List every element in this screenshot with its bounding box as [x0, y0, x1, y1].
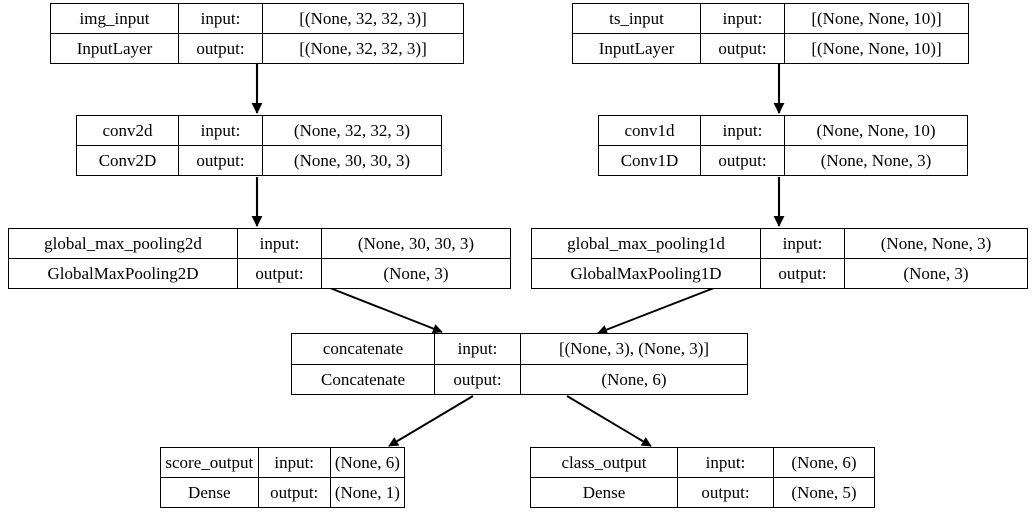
node-conv1d-input-shape: (None, None, 10) [816, 121, 936, 140]
node-img_input-output-label: output: [179, 34, 263, 63]
node-class_output[interactable]: class_output input: (None, 6) Dense outp… [530, 447, 875, 508]
node-class_output-output-shape: (None, 5) [791, 483, 857, 502]
node-class_output-name: class_output [531, 448, 678, 477]
node-global_max_pooling2d-output-shape: (None, 3) [383, 264, 449, 283]
node-concatenate-output-shape: (None, 6) [601, 369, 667, 389]
node-score_output-input-label: input: [259, 448, 331, 477]
node-score_output[interactable]: score_output input: (None, 6) Dense outp… [160, 447, 405, 508]
node-concatenate-name: concatenate [292, 334, 435, 364]
node-conv2d-input-shape: (None, 32, 32, 3) [293, 121, 411, 140]
node-score_output-class: Dense [161, 478, 259, 507]
node-score_output-input-shape: (None, 6) [334, 453, 400, 472]
node-conv1d-input-label: input: [701, 116, 785, 145]
node-global_max_pooling1d-output-shape: (None, 3) [903, 264, 969, 283]
node-global_max_pooling2d-output-label: output: [238, 259, 322, 288]
node-global_max_pooling2d-class: GlobalMaxPooling2D [9, 259, 238, 288]
node-concatenate[interactable]: concatenate input: [(None, 3), (None, 3)… [291, 333, 748, 395]
node-conv1d-output-label: output: [701, 146, 785, 175]
node-ts_input-output-label: output: [701, 34, 785, 63]
node-class_output-input-shape: (None, 6) [791, 453, 857, 472]
node-conv2d-output-label: output: [179, 146, 263, 175]
node-global_max_pooling1d-input-label: input: [761, 229, 845, 258]
node-class_output-class: Dense [531, 478, 678, 507]
node-img_input[interactable]: img_input input: [(None, 32, 32, 3)] Inp… [50, 3, 464, 64]
node-conv2d-output-shape: (None, 30, 30, 3) [293, 151, 411, 170]
node-img_input-class: InputLayer [51, 34, 179, 63]
node-global_max_pooling2d-input-label: input: [238, 229, 322, 258]
node-img_input-input-shape: [(None, 32, 32, 3)] [299, 9, 427, 28]
node-conv1d[interactable]: conv1d input: (None, None, 10) Conv1D ou… [598, 115, 968, 176]
node-ts_input-input-shape: [(None, None, 10)] [811, 9, 942, 28]
node-ts_input-name: ts_input [573, 4, 701, 33]
node-conv1d-name: conv1d [599, 116, 701, 145]
node-global_max_pooling2d[interactable]: global_max_pooling2d input: (None, 30, 3… [8, 228, 511, 289]
node-ts_input-class: InputLayer [573, 34, 701, 63]
node-concatenate-input-label: input: [435, 334, 521, 364]
node-score_output-output-shape: (None, 1) [334, 483, 400, 502]
edge-global_max_pooling1d-to-concatenate [597, 287, 715, 335]
edge-global_max_pooling2d-to-concatenate [329, 287, 443, 334]
node-img_input-output-shape: [(None, 32, 32, 3)] [299, 39, 427, 58]
node-global_max_pooling1d[interactable]: global_max_pooling1d input: (None, None,… [531, 228, 1028, 289]
node-conv2d-input-label: input: [179, 116, 263, 145]
node-score_output-output-label: output: [259, 478, 331, 507]
node-concatenate-input-shape: [(None, 3), (None, 3)] [558, 339, 710, 359]
node-global_max_pooling1d-class: GlobalMaxPooling1D [532, 259, 761, 288]
node-global_max_pooling1d-name: global_max_pooling1d [532, 229, 761, 258]
node-class_output-output-label: output: [678, 478, 774, 507]
edge-concatenate-to-score_output [388, 395, 474, 447]
edge-concatenate-to-class_output [566, 395, 652, 447]
node-concatenate-class: Concatenate [292, 364, 435, 394]
node-conv1d-output-shape: (None, None, 3) [820, 151, 932, 170]
node-score_output-name: score_output [161, 448, 259, 477]
node-conv1d-class: Conv1D [599, 146, 701, 175]
node-global_max_pooling1d-output-label: output: [761, 259, 845, 288]
node-global_max_pooling2d-name: global_max_pooling2d [9, 229, 238, 258]
node-ts_input[interactable]: ts_input input: [(None, None, 10)] Input… [572, 3, 969, 64]
node-conv2d-name: conv2d [77, 116, 179, 145]
node-img_input-name: img_input [51, 4, 179, 33]
node-ts_input-input-label: input: [701, 4, 785, 33]
node-concatenate-output-label: output: [435, 364, 521, 394]
node-conv2d[interactable]: conv2d input: (None, 32, 32, 3) Conv2D o… [76, 115, 442, 176]
node-class_output-input-label: input: [678, 448, 774, 477]
node-conv2d-class: Conv2D [77, 146, 179, 175]
node-img_input-input-label: input: [179, 4, 263, 33]
node-global_max_pooling2d-input-shape: (None, 30, 30, 3) [357, 234, 475, 253]
node-global_max_pooling1d-input-shape: (None, None, 3) [880, 234, 992, 253]
node-ts_input-output-shape: [(None, None, 10)] [811, 39, 942, 58]
